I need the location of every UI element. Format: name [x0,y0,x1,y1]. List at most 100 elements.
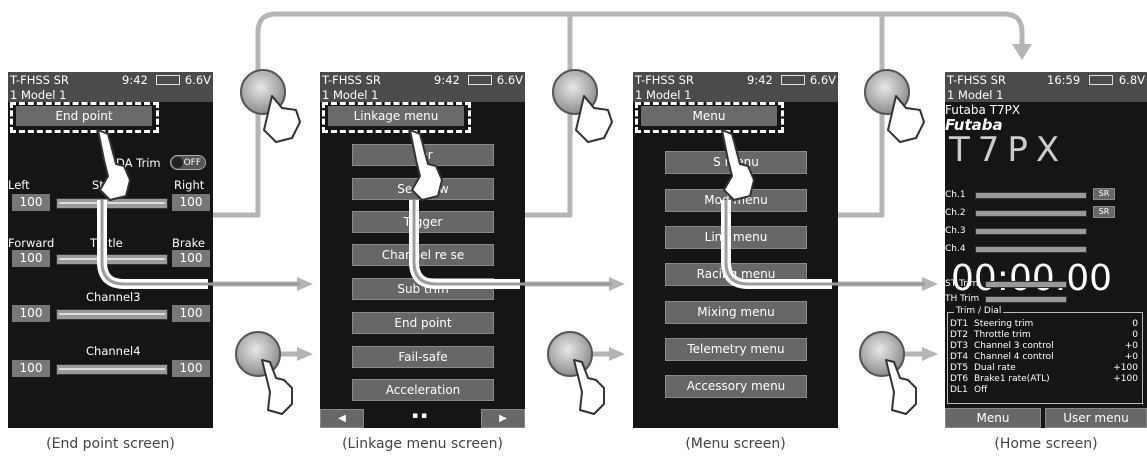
menu-button[interactable]: Menu [945,408,1041,428]
right-label: Right [174,178,205,192]
brand-logo: Futaba [945,116,1003,134]
status-bar: T-FHSS SR 9:42 6.6V [633,72,838,88]
menu-item[interactable]: T gger [352,211,494,233]
user-menu-button[interactable]: User menu [1045,408,1147,428]
ch3-label: Ch.3 [945,226,966,236]
clock: 9:42 [434,73,460,87]
battery-icon [468,75,492,85]
model-line: 1 Model 1 [8,88,213,102]
menu-item[interactable]: Channel re se [352,244,494,266]
trim-dial-id: DT3 [950,341,969,351]
channel3-left-value[interactable]: 100 [12,305,50,322]
th-trim-bar [985,296,1067,303]
ch1-sr-tag: SR [1093,188,1115,200]
ch2-sr-tag: SR [1093,206,1115,218]
home-caption: (Home screen) [994,436,1098,452]
battery-icon [156,75,180,85]
trim-dial-id: DT6 [950,374,969,384]
prev-page-button[interactable]: ◀ [320,409,364,428]
trim-dial-id: DT2 [950,330,969,340]
trim-dial-value: +100 [1113,374,1138,384]
menu-item[interactable]: Acceleration [352,379,494,401]
trim-dial-name: Channel 3 control [974,341,1054,351]
st-trim-label: ST Trim [945,279,979,289]
status-bar: T-FHSS SR 9:42 6.6V [320,72,525,88]
timer-display[interactable]: 00:00.00 [951,258,1112,299]
menu-item[interactable]: Telemetry menu [665,338,807,361]
clock: 16:59 [1047,73,1081,87]
throttle-brake-value[interactable]: 100 [172,250,210,267]
ch4-bar [975,246,1087,253]
forward-label: Forward [8,236,55,250]
menu-item[interactable]: Ser view [352,178,494,200]
linkage-menu-title-highlight [322,102,471,133]
battery-icon [1089,75,1113,85]
throttle-bar [56,254,168,265]
menu-item[interactable]: Mod menu [665,189,807,212]
menu-item[interactable]: Sub trim [352,278,494,300]
steering-label: St ng [92,178,123,192]
channel3-bar [56,309,168,320]
throttle-forward-value[interactable]: 100 [12,250,50,267]
menu-item[interactable]: Mixing menu [665,301,807,324]
trim-dial-id: DL1 [950,385,968,395]
clock: 9:42 [747,73,773,87]
page-title: Menu [641,106,777,126]
voltage: 6.6V [496,73,523,87]
trim-dial-name: Channel 4 control [974,352,1054,362]
brake-label: Brake [172,236,205,250]
model-line: 1 Model 1 [945,88,1147,102]
clock: 9:42 [122,73,148,87]
product-line: Futaba T7PX [945,103,1021,117]
system-name: T-FHSS SR [947,73,1006,87]
menu-item[interactable]: End point [352,312,494,334]
th-trim-label: TH Trim [945,294,980,304]
status-bar: T-FHSS SR 9:42 6.6V [8,72,213,88]
trim-dial-id: DT4 [950,352,969,362]
trim-dial-title: Trim / Dial [954,306,1004,316]
trim-dial-value: 0 [1132,319,1138,329]
linkage-menu-caption: (Linkage menu screen) [342,436,503,452]
trim-dial-id: DT1 [950,319,969,329]
steering-left-value[interactable]: 100 [12,194,50,211]
menu-caption: (Menu screen) [685,436,786,452]
trim-dial-name: Dual rate [974,363,1016,373]
channel4-label: Channel4 [86,344,141,358]
trim-dial-value: +0 [1124,352,1138,362]
throttle-label: Th tle [90,236,123,250]
menu-item[interactable]: Fail-safe [352,346,494,368]
menu-item[interactable]: S menu [665,151,807,174]
page-title: Linkage menu [328,106,464,126]
channel4-left-value[interactable]: 100 [12,360,50,377]
product-logo: T7PX [949,130,1068,170]
voltage: 6.6V [184,73,211,87]
trim-dial-name: Off [974,385,988,395]
connector-2 [525,14,573,218]
left-label: Left [8,178,30,192]
model-line: 1 Model 1 [320,88,525,102]
trim-dial-id: DT5 [950,363,969,373]
end-point-caption: (End point screen) [46,436,175,452]
menu-item[interactable]: Link menu [665,226,807,249]
steering-right-value[interactable]: 100 [172,194,210,211]
next-page-button[interactable]: ▶ [481,409,525,428]
trim-dial-value: +0 [1124,341,1138,351]
channel3-label: Channel3 [86,290,141,304]
ch3-bar [975,228,1087,235]
channel3-right-value[interactable]: 100 [172,305,210,322]
channel4-right-value[interactable]: 100 [172,360,210,377]
menu-item[interactable]: ver [352,144,494,166]
voltage: 6.6V [809,73,836,87]
ch4-label: Ch.4 [945,244,966,254]
menu-title-highlight [635,102,784,133]
status-bar: T-FHSS SR 16:59 6.8V [945,72,1147,88]
menu-item[interactable]: Racing menu [665,263,807,286]
page-dots: ▪ ▪ [412,411,428,421]
top-connector-line [213,11,1025,218]
ch2-bar [975,210,1087,217]
trim-dial-name: Brake1 rate(ATL) [974,374,1050,384]
voltage: 6.8V [1118,73,1145,87]
system-name: T-FHSS SR [10,73,69,87]
toggle-switch[interactable]: OFF [170,155,206,170]
menu-item[interactable]: Accessory menu [665,375,807,398]
